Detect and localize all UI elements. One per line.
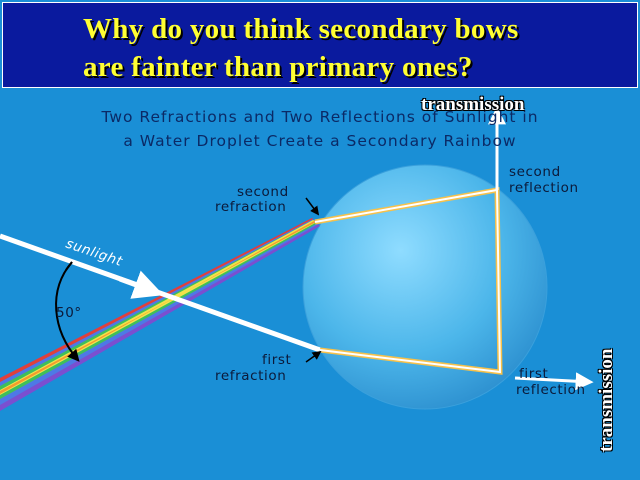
first-refraction-label-1: first [262, 352, 291, 368]
second-reflection-label-1: second [509, 164, 561, 180]
water-droplet [302, 164, 548, 410]
title-line-2: are fainter than primary ones? [83, 51, 473, 83]
title-line-1: Why do you think secondary bows [83, 13, 519, 45]
angle-label: 50° [56, 305, 82, 321]
first-reflection-label-1: first [519, 366, 548, 382]
first-reflection-label-2: reflection [516, 382, 586, 398]
second-refraction-label-1: second [237, 184, 289, 200]
second-refraction-label-2: refraction [215, 199, 286, 215]
caption-line-1: Two Refractions and Two Reflections of S… [101, 108, 539, 126]
transmission-right-arrow [514, 372, 594, 391]
internal-light-path [314, 187, 503, 375]
second-reflection-label-2: reflection [509, 180, 579, 196]
title-box: Why do you think secondary bows are fain… [2, 2, 638, 88]
transmission-right-label: transmission [596, 348, 617, 452]
angle-arc [55, 261, 80, 362]
transmission-top-label: transmission [421, 94, 525, 115]
first-refraction-label-2: refraction [215, 368, 286, 384]
caption-line-2: a Water Droplet Create a Secondary Rainb… [123, 132, 517, 150]
sunlight-label: sunlight [64, 236, 125, 270]
